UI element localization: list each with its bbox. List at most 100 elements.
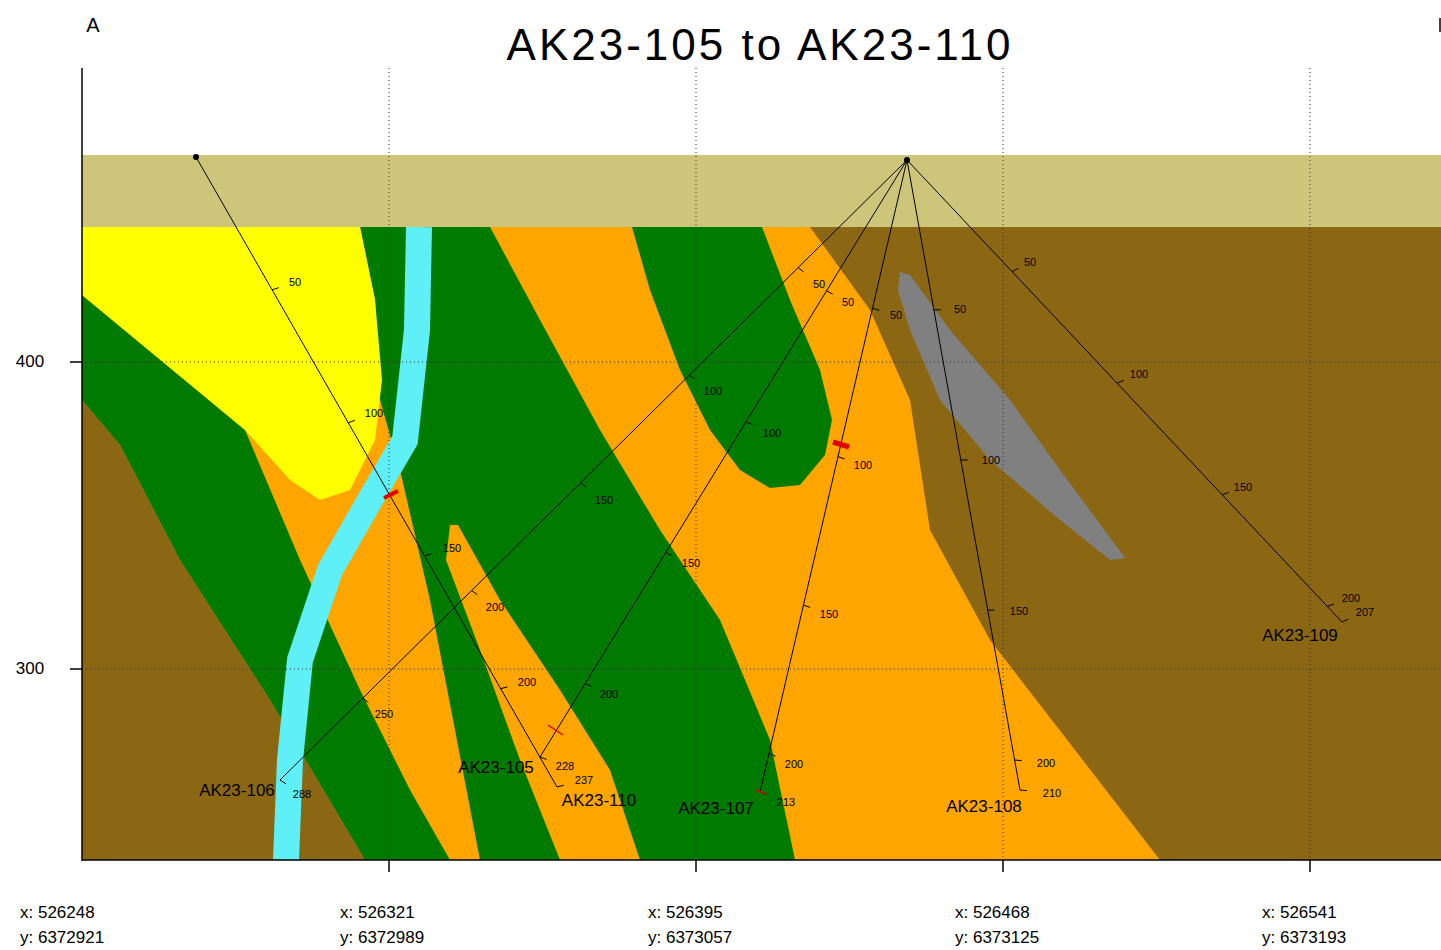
elevation-label: 300 <box>16 660 44 679</box>
elevation-label: 400 <box>16 353 44 372</box>
depth-label: 228 <box>556 760 574 772</box>
depth-tick <box>689 375 695 379</box>
depth-label: 200 <box>1342 592 1360 604</box>
section-end-label: A <box>86 14 99 36</box>
depth-tick <box>540 757 547 759</box>
depth-label: 200 <box>600 688 618 700</box>
coordinate-label: y: 6372989 <box>340 929 424 948</box>
assay-intercept <box>548 725 563 735</box>
depth-label: 288 <box>293 788 311 800</box>
overburden <box>82 155 1441 227</box>
depth-label: 50 <box>813 278 825 290</box>
host-rock <box>82 227 1441 860</box>
coordinate-label: x: 526248 <box>20 904 95 923</box>
yellow-unit <box>82 227 382 500</box>
depth-tick <box>580 483 586 487</box>
drill-trace <box>907 160 1020 790</box>
depth-tick <box>1342 619 1348 622</box>
depth-label: 250 <box>375 708 393 720</box>
depth-label: 150 <box>595 494 613 506</box>
orange-unit <box>82 227 1160 860</box>
drill-trace <box>760 160 907 792</box>
depth-tick <box>472 591 478 595</box>
depth-label: 200 <box>486 601 504 613</box>
drill-trace <box>907 160 1342 622</box>
depth-tick <box>585 684 591 687</box>
depth-tick <box>363 698 369 702</box>
depth-tick <box>934 309 941 310</box>
depth-tick <box>1012 268 1018 271</box>
drill-trace <box>540 160 907 757</box>
coordinate-label: y: 6373193 <box>1262 929 1346 948</box>
depth-tick <box>988 610 995 611</box>
depth-label: 100 <box>704 385 722 397</box>
depth-tick <box>798 268 804 272</box>
depth-label: 100 <box>763 427 781 439</box>
depth-label: 50 <box>842 296 854 308</box>
hole-name: AK23-108 <box>946 798 1022 817</box>
depth-label: 150 <box>443 542 461 554</box>
coordinate-label: x: 526321 <box>340 904 415 923</box>
depth-tick <box>501 687 508 689</box>
depth-label: 50 <box>890 309 902 321</box>
collar-dot <box>904 157 910 163</box>
depth-tick <box>827 291 833 294</box>
hole-name: AK23-105 <box>458 759 534 778</box>
depth-label: 150 <box>1234 481 1252 493</box>
coordinate-label: x: 526541 <box>1262 904 1337 923</box>
depth-tick <box>272 288 279 290</box>
depth-tick <box>746 422 752 425</box>
depth-label: 210 <box>1043 787 1061 799</box>
hole-name: AK23-110 <box>562 792 636 811</box>
depth-tick <box>1117 380 1123 383</box>
depth-tick <box>872 308 879 310</box>
depth-label: 150 <box>820 608 838 620</box>
depth-label: 150 <box>682 557 700 569</box>
drill-trace <box>280 160 907 780</box>
depth-label: 50 <box>289 276 301 288</box>
hole-name: AK23-106 <box>199 782 275 801</box>
depth-tick <box>1327 604 1334 606</box>
hole-name: AK23-109 <box>1262 627 1338 646</box>
depth-tick <box>803 605 810 607</box>
coordinate-label: y: 6373125 <box>955 929 1039 948</box>
depth-label: 213 <box>777 796 795 808</box>
depth-label: 237 <box>575 774 593 786</box>
coordinate-label: y: 6373057 <box>648 929 732 948</box>
depth-tick <box>424 554 431 556</box>
depth-label: 200 <box>785 758 803 770</box>
depth-label: 100 <box>854 459 872 471</box>
depth-label: 200 <box>518 676 536 688</box>
depth-tick <box>1020 790 1027 792</box>
dyke <box>286 227 419 860</box>
depth-label: 150 <box>1010 605 1028 617</box>
depth-tick <box>280 780 286 784</box>
coordinate-label: x: 526468 <box>955 904 1030 923</box>
depth-label: 50 <box>954 303 966 315</box>
drill-holes <box>193 154 1348 795</box>
depth-tick <box>961 460 968 461</box>
depth-label: 100 <box>1130 368 1148 380</box>
assay-intercept <box>833 442 849 447</box>
depth-label: 100 <box>365 407 383 419</box>
collar-dot <box>193 154 199 160</box>
depth-label: 200 <box>1037 757 1055 769</box>
depth-tick <box>1222 492 1229 494</box>
assay-intercept <box>384 491 398 498</box>
axes <box>70 18 1441 872</box>
coordinate-label: x: 526395 <box>648 904 723 923</box>
depth-tick <box>557 785 564 787</box>
depth-tick <box>348 420 355 423</box>
depth-tick <box>666 553 672 556</box>
green-lobe <box>632 227 832 488</box>
coordinate-label: y: 6372921 <box>20 929 104 948</box>
grid <box>82 68 1441 860</box>
section-title: AK23-105 to AK23-110 <box>507 21 1014 69</box>
depth-tick <box>838 457 845 459</box>
grey-lens <box>898 272 1125 560</box>
depth-label: 100 <box>982 454 1000 466</box>
hole-name: AK23-107 <box>678 800 754 819</box>
depth-tick <box>1015 760 1022 762</box>
depth-tick <box>769 753 775 756</box>
